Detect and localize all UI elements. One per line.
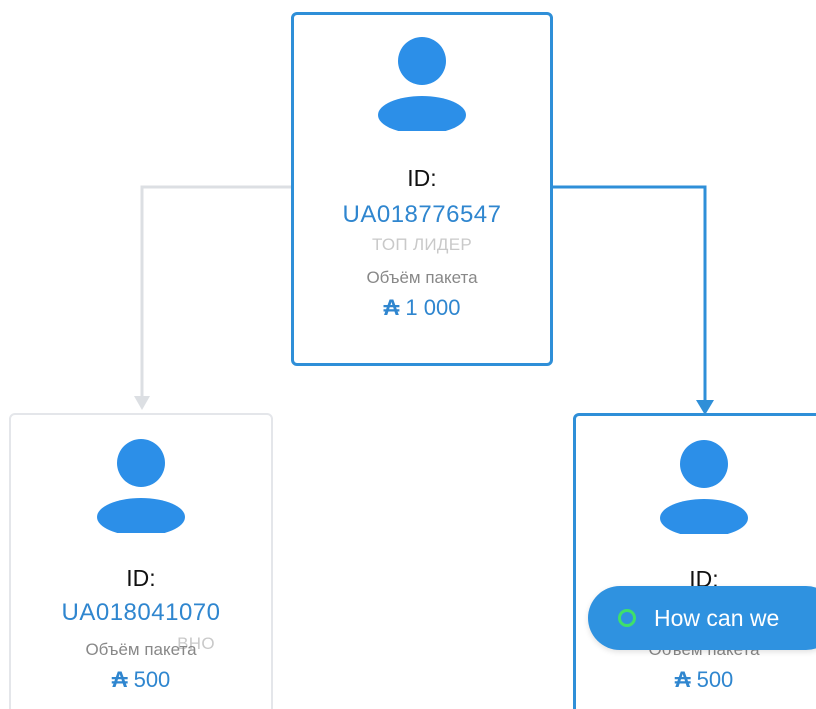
currency-icon: ₳ [111, 667, 128, 692]
currency-icon: ₳ [674, 667, 691, 692]
left-member-card[interactable]: ID: UA018041070 ВНО Объём пакета ₳500 [9, 413, 273, 709]
package-volume-label: Объём пакета [366, 268, 478, 287]
package-volume-value: ₳1 000 [294, 295, 550, 321]
package-volume-amount: 500 [696, 667, 734, 692]
chat-widget-button[interactable]: How can we [588, 586, 816, 650]
package-volume-value: ₳500 [576, 667, 816, 693]
member-rank: ТОП ЛИДЕР [371, 235, 473, 254]
root-member-card[interactable]: ID: UA018776547 ТОП ЛИДЕР Объём пакета ₳… [291, 12, 553, 366]
online-status-icon [618, 609, 636, 627]
member-id-label: ID: [126, 565, 156, 591]
member-id-label: ID: [407, 165, 437, 191]
avatar-icon [660, 440, 748, 534]
avatar-icon [378, 37, 466, 131]
chat-widget-label: How can we [654, 604, 780, 631]
currency-icon: ₳ [383, 295, 400, 320]
package-volume-amount: 1 000 [405, 295, 461, 320]
member-rank: ВНО [177, 634, 215, 653]
member-id-value: UA018041070 [61, 599, 221, 626]
connector-right [552, 185, 707, 402]
connector-left [140, 185, 293, 400]
right-member-card[interactable]: ID: Объём пакета ₳500 [573, 413, 816, 709]
member-id-value: UA018776547 [342, 201, 502, 228]
package-volume-amount: 500 [133, 667, 171, 692]
package-volume-label: Объём пакета [85, 640, 197, 659]
connector-right-arrow [696, 400, 714, 415]
package-volume-value: ₳500 [11, 667, 271, 693]
avatar-icon [97, 439, 185, 533]
connector-left-arrow [134, 396, 150, 410]
